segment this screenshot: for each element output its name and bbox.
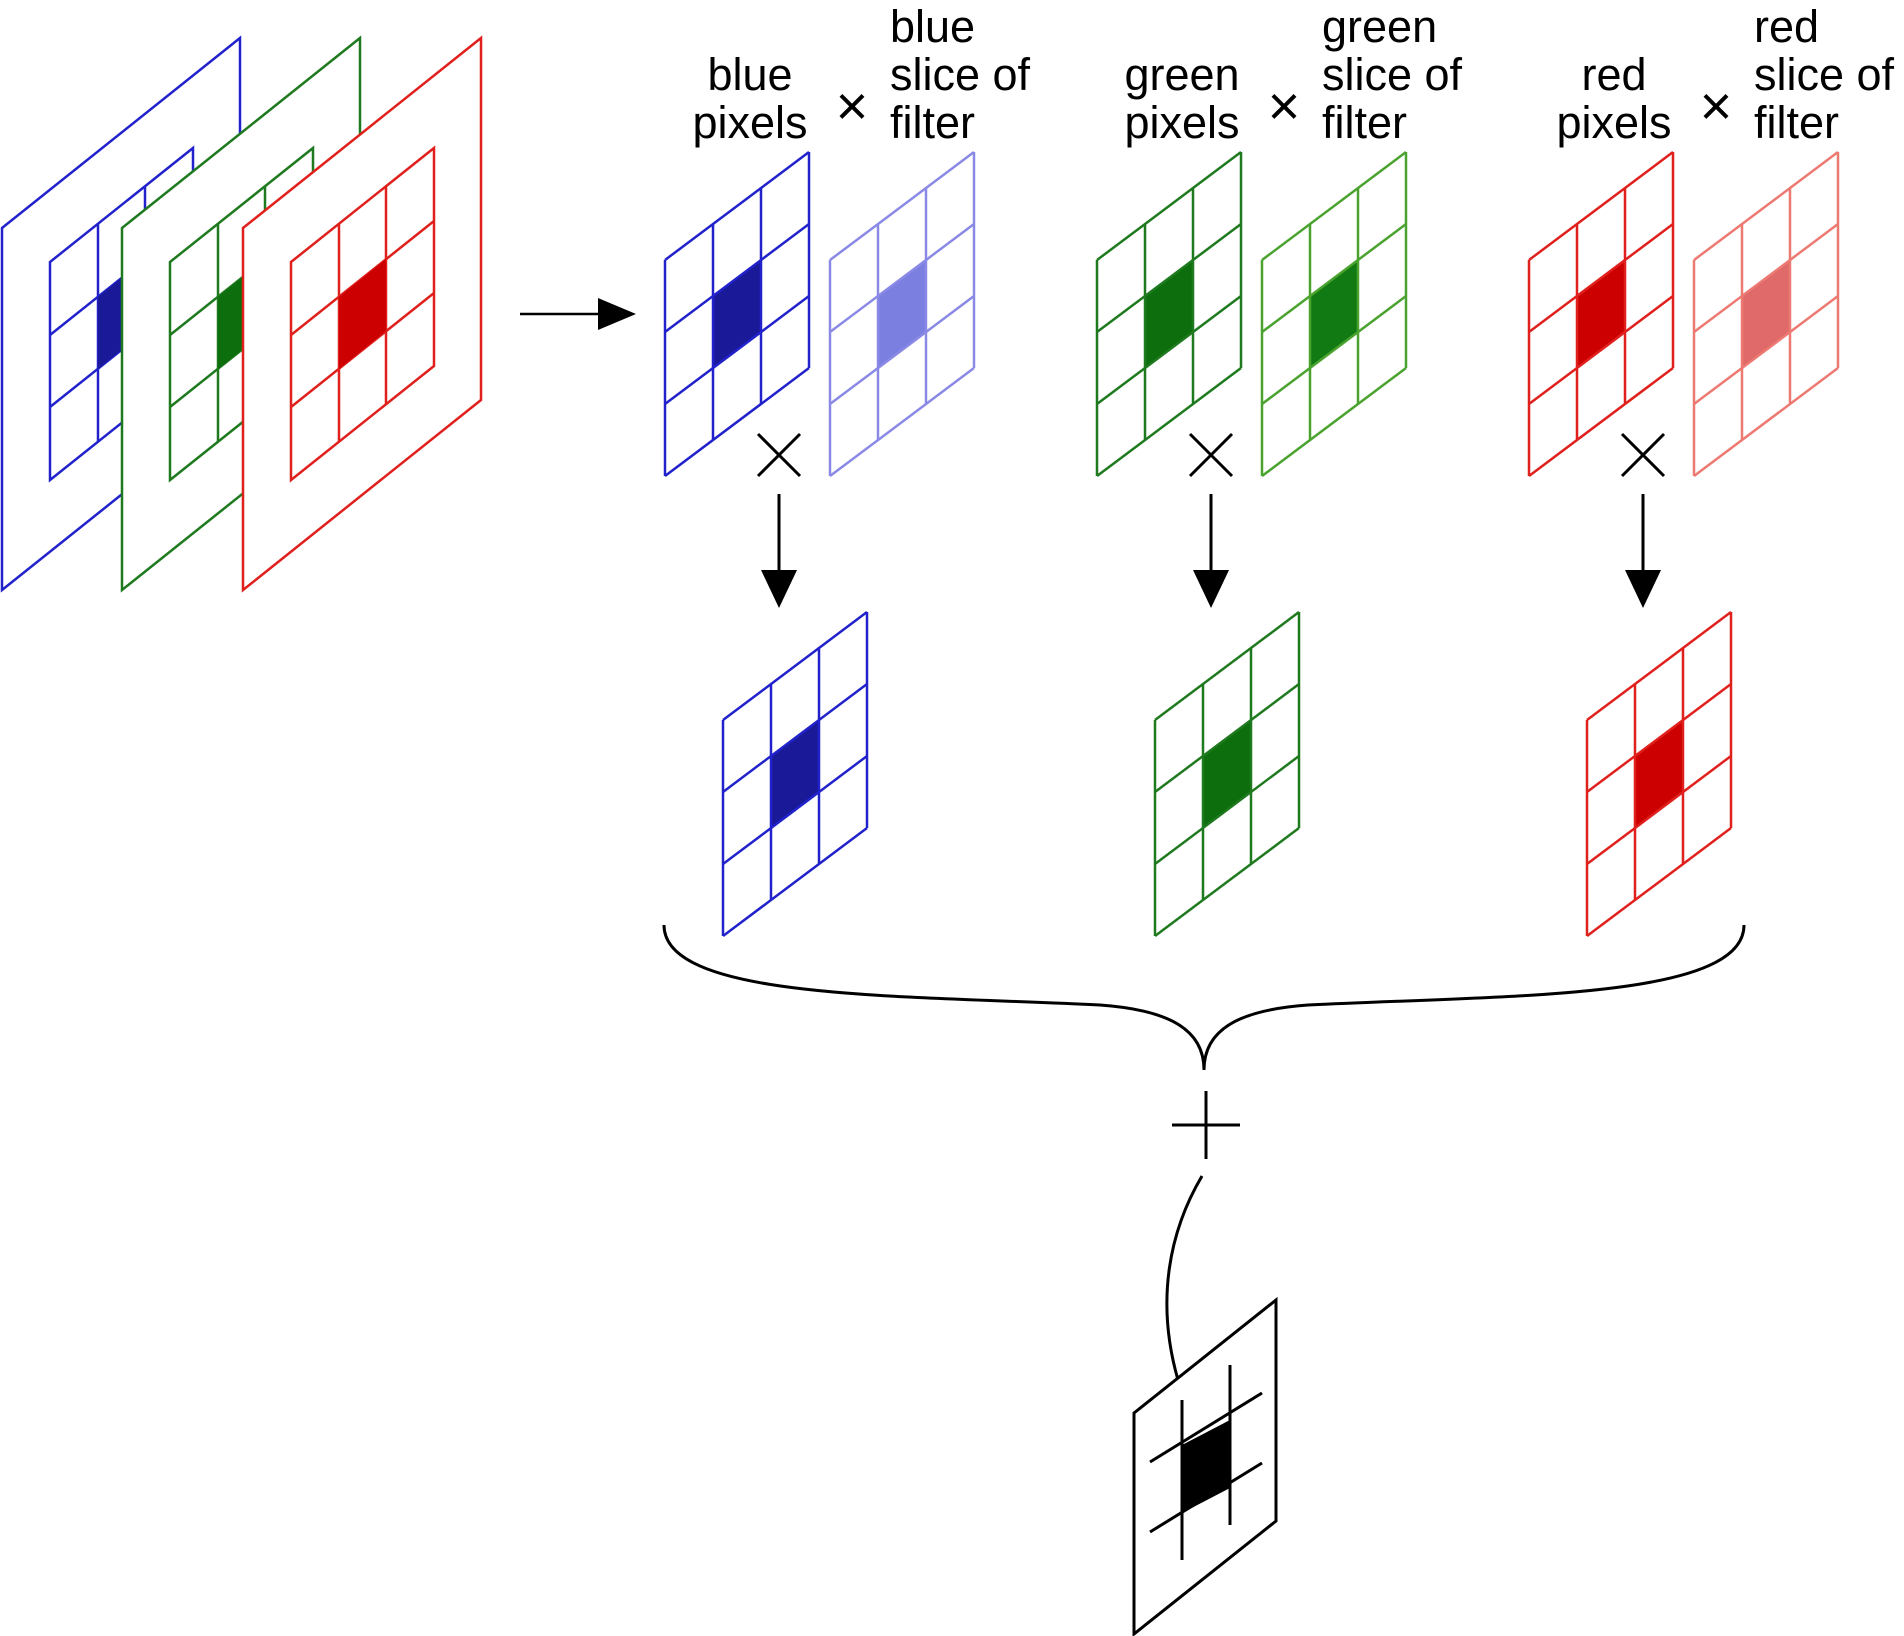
red-pixels-label: red pixels	[1556, 49, 1671, 148]
green-product-grid	[1153, 611, 1301, 937]
red-pixels-label-line-2: pixels	[1556, 97, 1671, 148]
grid-line-horizontal	[722, 611, 868, 721]
red-product-grid	[1585, 611, 1733, 937]
grid-line-horizontal	[664, 151, 810, 261]
down-arrow-red	[1625, 494, 1661, 608]
grid-line-horizontal	[1586, 755, 1732, 865]
blue-filter-slice-grid	[828, 151, 976, 477]
grid-line-horizontal	[1096, 367, 1242, 477]
green-slice-label-line-3: filter	[1322, 97, 1407, 148]
center-cell	[713, 260, 761, 368]
grid-line-horizontal	[1261, 295, 1407, 405]
plus-symbol	[1172, 1091, 1240, 1159]
grid-line-horizontal	[1096, 223, 1242, 333]
grid-line-horizontal	[829, 223, 975, 333]
center-cell	[1145, 260, 1193, 368]
grid-line-horizontal	[664, 367, 810, 477]
center-cell	[1577, 260, 1625, 368]
blue-pixels-label-line-1: blue	[707, 49, 792, 100]
grid-line-horizontal	[664, 295, 810, 405]
red-channel-plane	[241, 35, 483, 593]
blue-product-grid	[721, 611, 869, 937]
grid-line-horizontal	[1096, 295, 1242, 405]
grid-line-horizontal	[1154, 611, 1300, 721]
times-symbol-green-label: ×	[1268, 74, 1301, 137]
times-symbol-red-label: ×	[1700, 74, 1733, 137]
red-filter-slice-grid	[1692, 151, 1840, 477]
grid-line-horizontal	[1693, 295, 1839, 405]
center-cell	[1310, 260, 1358, 368]
blue-pixels-label: blue pixels	[692, 49, 807, 148]
grid-line-horizontal	[722, 683, 868, 793]
grid-line-horizontal	[1693, 367, 1839, 477]
times-symbol-green	[1188, 432, 1234, 478]
grid-line-horizontal	[1528, 223, 1674, 333]
grid-line-horizontal	[1693, 151, 1839, 261]
green-slice-label: green slice of filter	[1322, 1, 1463, 148]
grid-line-horizontal	[1261, 151, 1407, 261]
center-cell	[771, 720, 819, 828]
grid-line-horizontal	[1528, 367, 1674, 477]
times-symbol-blue	[756, 432, 802, 478]
grid-line-horizontal	[722, 755, 868, 865]
grid-line-horizontal	[829, 151, 975, 261]
split-arrow	[520, 298, 636, 330]
times-symbol-red	[1620, 432, 1666, 478]
red-slice-label: red slice of filter	[1754, 1, 1895, 148]
grid-line-horizontal	[1528, 295, 1674, 405]
red-slice-label-line-2: slice of	[1754, 49, 1895, 100]
green-slice-label-line-1: green	[1322, 1, 1437, 52]
red-pixels-label-line-1: red	[1581, 49, 1646, 100]
center-cell	[1203, 720, 1251, 828]
grid-line-horizontal	[722, 827, 868, 937]
green-pixels-label-line-1: green	[1124, 49, 1239, 100]
green-filter-slice-grid	[1260, 151, 1408, 477]
down-arrow-blue	[761, 494, 797, 608]
center-cell	[1742, 260, 1790, 368]
grid-line-horizontal	[1586, 611, 1732, 721]
blue-slice-label-line-2: slice of	[890, 49, 1031, 100]
input-image-stack	[0, 35, 483, 593]
grid-line-horizontal	[1154, 683, 1300, 793]
times-symbol-blue-label: ×	[836, 74, 869, 137]
center-cell	[1635, 720, 1683, 828]
grid-line-horizontal	[1154, 827, 1300, 937]
blue-slice-label: blue slice of filter	[890, 1, 1031, 148]
grid-line-horizontal	[1586, 683, 1732, 793]
blue-pixels-grid	[663, 151, 811, 477]
grid-line-horizontal	[664, 223, 810, 333]
output-pixel	[1182, 1420, 1230, 1513]
green-pixels-grid	[1095, 151, 1243, 477]
grid-line-horizontal	[1261, 223, 1407, 333]
blue-slice-label-line-3: filter	[890, 97, 975, 148]
grid-line-horizontal	[1586, 827, 1732, 937]
output-feature-map	[1132, 1296, 1278, 1636]
grid-line-horizontal	[829, 295, 975, 405]
grid-line-horizontal	[1154, 755, 1300, 865]
grid-line-horizontal	[1261, 367, 1407, 477]
blue-slice-label-line-1: blue	[890, 1, 975, 52]
down-arrow-green	[1193, 494, 1229, 608]
red-slice-label-line-3: filter	[1754, 97, 1839, 148]
red-pixels-grid	[1527, 151, 1675, 477]
grid-line-horizontal	[1528, 151, 1674, 261]
blue-pixels-label-line-2: pixels	[692, 97, 807, 148]
red-slice-label-line-1: red	[1754, 1, 1819, 52]
green-pixels-label-line-2: pixels	[1124, 97, 1239, 148]
green-pixels-label: green pixels	[1124, 49, 1239, 148]
grid-line-horizontal	[1693, 223, 1839, 333]
grid-line-horizontal	[829, 367, 975, 477]
center-cell	[878, 260, 926, 368]
green-slice-label-line-2: slice of	[1322, 49, 1463, 100]
summation-brace	[662, 924, 1746, 1071]
grid-line-horizontal	[1096, 151, 1242, 261]
